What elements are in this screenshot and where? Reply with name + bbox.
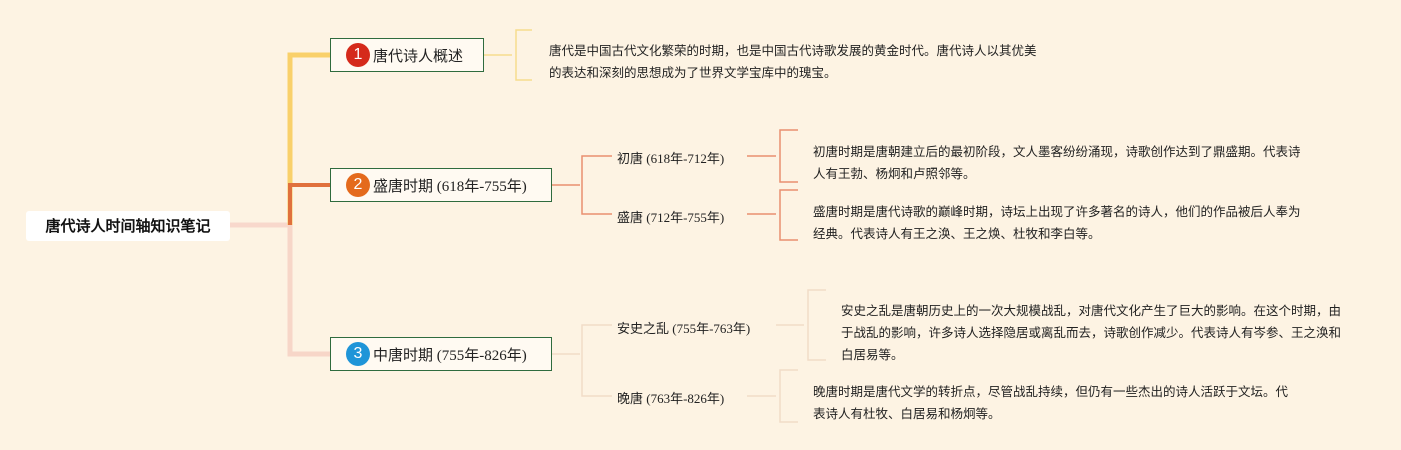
root-node[interactable]: 唐代诗人时间轴知识笔记 <box>26 211 230 241</box>
subtopic-early-tang[interactable]: 初唐 (618年-712年) <box>617 151 725 166</box>
topic-overview[interactable]: 1 唐代诗人概述 <box>330 38 484 72</box>
topic-overview-label: 唐代诗人概述 <box>373 46 464 65</box>
topic-mid-tang[interactable]: 3 中唐时期 (755年-826年) <box>330 337 552 371</box>
subtopic-an-shi-rebellion-description: 安史之乱是唐朝历史上的一次大规模战乱，对唐代文化产生了巨大的影响。在这个时期，由… <box>841 303 1342 362</box>
topic-high-tang[interactable]: 2 盛唐时期 (618年-755年) <box>330 168 552 202</box>
sub1-bracket <box>779 129 798 183</box>
topic1-bracket <box>515 29 532 81</box>
branch-line-3 <box>287 225 330 357</box>
number-3-badge: 3 <box>346 342 370 366</box>
sub4-bracket <box>779 369 798 423</box>
topic2-bracket <box>581 155 612 215</box>
sub3-bracket <box>807 289 826 361</box>
subtopic-late-tang[interactable]: 晚唐 (763年-826年) <box>617 391 725 406</box>
number-2-badge: 2 <box>346 173 370 197</box>
topic-mid-tang-label: 中唐时期 (755年-826年) <box>373 347 527 364</box>
topic3-bracket <box>581 324 612 397</box>
subtopic-high-tang[interactable]: 盛唐 (712年-755年) <box>617 210 725 225</box>
subtopic-late-tang-description: 晚唐时期是唐代文学的转折点，尽管战乱持续，但仍有一些杰出的诗人活跃于文坛。代表诗… <box>813 384 1289 421</box>
sub2-bracket <box>779 189 798 241</box>
subtopic-high-tang-description: 盛唐时期是唐代诗歌的巅峰时期，诗坛上出现了许多著名的诗人，他们的作品被后人奉为经… <box>813 204 1301 241</box>
subtopic-an-shi-rebellion[interactable]: 安史之乱 (755年-763年) <box>617 321 751 336</box>
topic-overview-description: 唐代是中国古代文化繁荣的时期，也是中国古代诗歌发展的黄金时代。唐代诗人以其优美的… <box>549 43 1037 80</box>
number-1-badge: 1 <box>346 43 370 67</box>
subtopic-early-tang-description: 初唐时期是唐朝建立后的最初阶段，文人墨客纷纷涌现，诗歌创作达到了鼎盛期。代表诗人… <box>813 144 1301 181</box>
topic-high-tang-label: 盛唐时期 (618年-755年) <box>373 178 527 195</box>
branch-line-2 <box>288 183 330 225</box>
branch-line-1 <box>287 52 330 225</box>
